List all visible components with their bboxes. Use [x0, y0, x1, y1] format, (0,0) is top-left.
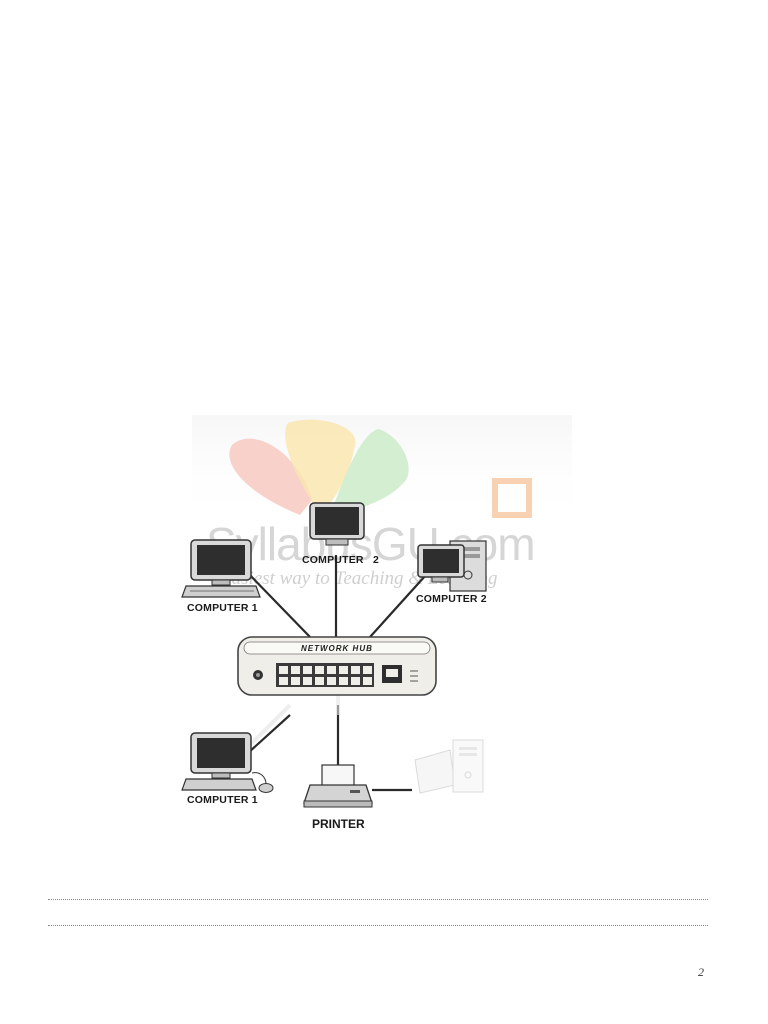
- network-hub-diagram: SyllabusGU.com Easiest way to Teaching &…: [160, 405, 580, 845]
- answer-line-2: [48, 925, 708, 926]
- printer-icon: [303, 764, 373, 808]
- computer-top-left-icon: [181, 539, 261, 598]
- computer-top-center-icon: [309, 502, 365, 546]
- hub-ports: [276, 663, 374, 687]
- cable-top-left: [244, 569, 311, 638]
- label-top-left-computer: COMPUTER 1: [187, 602, 258, 614]
- answer-line-1: [48, 899, 708, 900]
- computer-bottom-right-icon: [414, 739, 484, 794]
- computer-top-right-icon: [417, 540, 487, 592]
- hub-label: NETWORK HUB: [301, 644, 373, 653]
- label-bottom-left-computer: COMPUTER 1: [187, 794, 258, 806]
- label-printer: PRINTER: [312, 817, 365, 831]
- computer-bottom-left-icon: [181, 732, 274, 793]
- watermark-logo-icon: [192, 415, 572, 525]
- cable-bottom-left: [247, 714, 291, 754]
- diagram-canvas: [181, 502, 487, 808]
- label-top-center-computer: COMPUTER 2: [302, 554, 380, 566]
- page-number: 2: [698, 965, 704, 979]
- network-hub-icon: [237, 636, 437, 696]
- label-top-right-computer: COMPUTER 2: [416, 593, 487, 605]
